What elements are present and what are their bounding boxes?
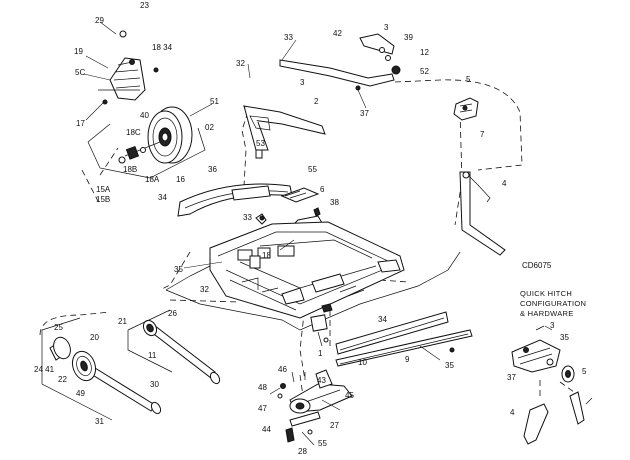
- callout-18c: 18C: [126, 128, 141, 137]
- callout-33: 33: [284, 33, 293, 42]
- callout-16: 16: [176, 175, 185, 184]
- drawing-code: CD6075: [522, 261, 552, 270]
- callout-34-left: 34: [158, 193, 167, 202]
- quick-hitch-inset: [511, 325, 593, 445]
- callout-27: 27: [330, 421, 339, 430]
- callout-22: 22: [58, 375, 67, 384]
- callout-40: 40: [140, 111, 149, 120]
- callout-44: 44: [262, 425, 271, 434]
- callout-37-inset: 37: [507, 373, 516, 382]
- callout-52: 52: [420, 67, 429, 76]
- arm-part-2: [243, 105, 326, 159]
- inset-caption: QUICK HITCH CONFIGURATION & HARDWARE: [520, 289, 586, 318]
- callout-leader-lines: [83, 21, 441, 446]
- callout-21: 21: [118, 317, 127, 326]
- callout-15a: 15A: [96, 185, 111, 194]
- callout-51: 51: [210, 97, 219, 106]
- drive-shaft-part-30: [142, 319, 221, 385]
- inset-caption-line-2: CONFIGURATION: [520, 299, 586, 308]
- callout-6: 6: [320, 185, 325, 194]
- deflector-part-1: [310, 303, 333, 347]
- callout-19: 19: [74, 47, 83, 56]
- callout-25: 25: [54, 323, 63, 332]
- callout-1: 1: [318, 349, 323, 358]
- bolt-part-18c: [118, 141, 161, 164]
- callout-2: 2: [314, 97, 319, 106]
- callout-30: 30: [150, 380, 159, 389]
- callout-48: 48: [258, 383, 267, 392]
- callout-12: 12: [420, 48, 429, 57]
- callout-9: 9: [405, 355, 410, 364]
- blade-part-9: [335, 311, 473, 367]
- shaft-group-bracket-31: [41, 317, 113, 421]
- callout-18-34: 18 34: [152, 43, 173, 52]
- callout-26: 26: [168, 309, 177, 318]
- callout-3-top: 3: [384, 23, 389, 32]
- inset-caption-line-3: & HARDWARE: [520, 309, 574, 318]
- lift-arm-part-4: [459, 171, 506, 256]
- callout-42: 42: [333, 29, 342, 38]
- lift-link-part-3: [279, 33, 401, 91]
- callout-18b: 18B: [123, 165, 137, 174]
- callout-7: 7: [480, 130, 485, 139]
- callout-15b: 15B: [96, 195, 110, 204]
- callout-53: 53: [256, 139, 265, 148]
- callout-35-left: 35: [174, 265, 183, 274]
- inset-caption-line-1: QUICK HITCH: [520, 289, 572, 298]
- callout-18a: 18A: [145, 175, 160, 184]
- callout-17: 17: [76, 119, 85, 128]
- assembly-dashed-lines: [39, 79, 523, 411]
- callout-5-inset: 5: [582, 367, 587, 376]
- bracket-part-5: [453, 97, 479, 121]
- callout-28: 28: [298, 447, 307, 456]
- spindle-arm-assembly: [277, 369, 353, 443]
- callout-29: 29: [95, 16, 104, 25]
- callout-4-inset: 4: [510, 408, 515, 417]
- callout-47: 47: [258, 404, 267, 413]
- callout-10: 10: [358, 358, 367, 367]
- callout-3-mid: 3: [300, 78, 305, 87]
- callout-55-low: 55: [318, 439, 327, 448]
- callout-5c: 5C: [75, 68, 85, 77]
- callout-39: 39: [404, 33, 413, 42]
- callout-45: 45: [345, 391, 354, 400]
- callout-35-low: 35: [445, 361, 454, 370]
- deck-outline: [165, 251, 461, 331]
- belt-shield-part-36: [177, 183, 293, 217]
- callout-11: 11: [148, 351, 157, 360]
- mower-deck-frame: [209, 213, 405, 319]
- callout-35-inset: 35: [560, 333, 569, 342]
- callout-31: 31: [95, 417, 104, 426]
- callout-18-mid: 18: [262, 251, 271, 260]
- callout-32-top: 32: [236, 59, 245, 68]
- callout-5-right: 5: [466, 75, 471, 84]
- drive-shaft-part-31: [49, 336, 162, 415]
- hub-detail-outline: [87, 123, 206, 179]
- callout-43: 43: [317, 376, 326, 385]
- callout-24-41: 24 41: [34, 365, 55, 374]
- callout-33-mid: 33: [243, 213, 252, 222]
- hub-bracket-assembly: [98, 30, 159, 105]
- callout-4-right: 4: [502, 179, 507, 188]
- callout-32-mid: 32: [200, 285, 209, 294]
- callout-49: 49: [76, 389, 85, 398]
- callout-02: 02: [205, 123, 214, 132]
- callout-55: 55: [308, 165, 317, 174]
- callout-labels: 29 23 19 18 34 5C 17 40 51 02 18C 18B 18…: [34, 1, 587, 456]
- pulley-part-40: [147, 106, 193, 164]
- callout-23: 23: [140, 1, 149, 10]
- callout-37-top: 37: [360, 109, 369, 118]
- callout-3-inset: 3: [550, 321, 555, 330]
- callout-20: 20: [90, 333, 99, 342]
- callout-38: 38: [330, 198, 339, 207]
- callout-36: 36: [208, 165, 217, 174]
- callout-46: 46: [278, 365, 287, 374]
- shaft-group-bracket-30: [127, 309, 173, 373]
- callout-34-right: 34: [378, 315, 387, 324]
